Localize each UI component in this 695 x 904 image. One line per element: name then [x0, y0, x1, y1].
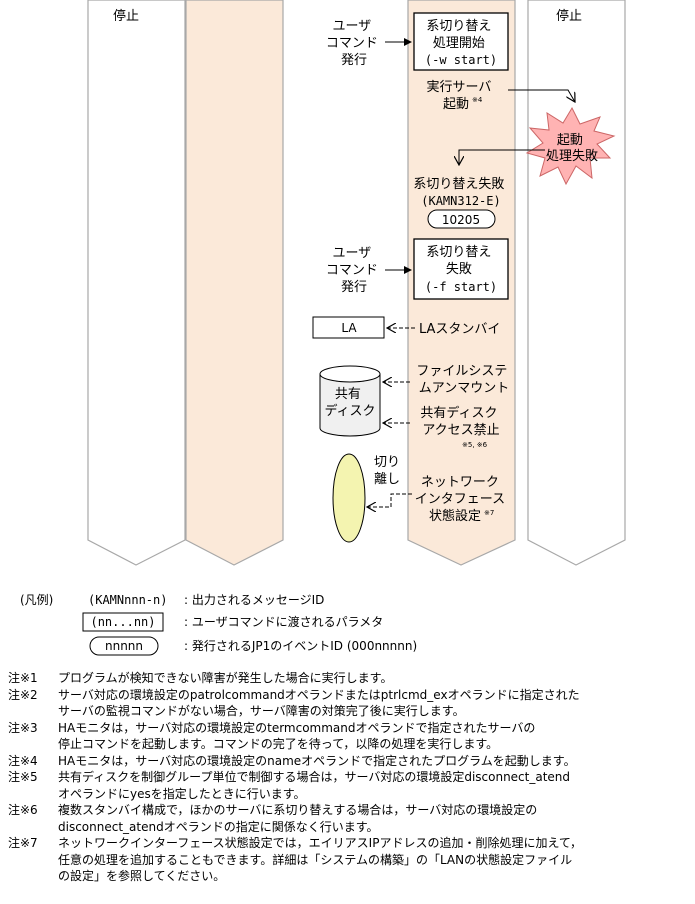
start-failure-text: 起動 処理失敗 — [546, 133, 598, 164]
left-lane-status: 停止 — [113, 8, 139, 24]
event-id-pill — [427, 209, 496, 229]
switchover-failure-diagram: 停止 停止 ユーザ コマンド 発行 系切り替え 処理開始 (-w start) … — [20, 0, 626, 656]
footnote-text: HAモニタは，サーバ対応の環境設定のtermcommandオペランドで指定された… — [58, 720, 536, 752]
la-standby-label: LAスタンバイ — [419, 322, 500, 337]
exec-server-start: 実行サーバ 起動 — [426, 79, 495, 112]
lane-right-stopped — [527, 0, 626, 566]
arrow-network-if — [367, 493, 412, 507]
legend-event-sample: nnnnn — [105, 639, 143, 653]
footnote-id: 注※2 — [8, 687, 38, 702]
disconnect-label: 切り 離し — [374, 455, 404, 487]
footnote-id: 注※1 — [8, 671, 38, 685]
la-box — [312, 316, 385, 339]
legend-event-pill — [89, 636, 159, 656]
user-command-label-2: ユーザ コマンド 発行 — [326, 246, 382, 295]
footnote-id: 注※4 — [8, 753, 38, 768]
footnote-5: 注※5 共有ディスクを制御グループ単位で制御する場合は，サーバ対応の環境設定di… — [8, 769, 688, 802]
footnote-text: ネットワークインターフェース状態設定では，エイリアスIPアドレスの追加・削除処理… — [58, 836, 583, 883]
footnote-id: 注※7 — [8, 836, 38, 850]
switch-failed-text: 系切り替え 失敗 (-f start) — [425, 245, 497, 294]
footnote-text: HAモニタは，サーバ対応の環境設定のnameオペランドで指定されたプログラムを起… — [58, 753, 576, 768]
footnote-text: 複数スタンバイ構成で，ほかのサーバに系切り替えする場合は，サーバ対応の環境設定の… — [58, 803, 538, 834]
la-box-text: LA — [341, 321, 357, 335]
footnote-id: 注※6 — [8, 803, 38, 817]
switch-failed-message: 系切り替え失敗 (KAMN312-E) — [413, 177, 508, 208]
legend-title: (凡例) — [20, 593, 53, 607]
legend-message-desc: : 出力されるメッセージID — [184, 593, 324, 607]
shared-disk-top — [319, 365, 381, 383]
legend-event-desc: : 発行されるJP1のイベントID (000nnnnn) — [184, 639, 417, 653]
event-id-text: 10205 — [442, 213, 480, 227]
footnote-1: 注※1 プログラムが検知できない障害が発生した場合に実行します。 — [8, 670, 688, 687]
lane-left-stopped — [87, 0, 186, 566]
footnote-text: プログラムが検知できない障害が発生した場合に実行します。 — [58, 671, 393, 685]
fs-unmount-label: ファイルシステ ムアンマウント — [416, 364, 511, 396]
footnote-6: 注※6 複数スタンバイ構成で，ほかのサーバに系切り替えする場合は，サーバ対応の環… — [8, 802, 688, 835]
footnote-4: 注※4 HAモニタは，サーバ対応の環境設定のnameオペランドで指定されたプログ… — [8, 753, 688, 770]
switch-start-text: 系切り替え 処理開始 (-w start) — [425, 19, 497, 67]
footnote-7: 注※7 ネットワークインターフェース状態設定では，エイリアスIPアドレスの追加・… — [8, 835, 688, 885]
arrow-failure-back — [459, 149, 545, 165]
switch-failed-box — [413, 238, 509, 300]
shared-disk-access-note: ※5, ※6 — [462, 441, 488, 449]
shared-disk-access-label: 共有ディスク アクセス禁止 — [420, 405, 501, 438]
legend-param-desc: : ユーザコマンドに渡されるパラメタ — [184, 614, 383, 629]
right-lane-status: 停止 — [556, 8, 582, 24]
footnote-id: 注※5 — [8, 770, 38, 784]
footnote-2: 注※2 サーバ対応の環境設定のpatrolcommandオペランドまたはptrl… — [8, 687, 688, 720]
exec-server-start-note: ※4 — [472, 96, 483, 104]
footnote-text: 共有ディスクを制御グループ単位で制御する場合は，サーバ対応の環境設定discon… — [58, 770, 571, 801]
footnote-id: 注※3 — [8, 720, 38, 735]
legend-message-sample: (KAMNnnn-n) — [88, 593, 167, 607]
arrow-to-failure-burst — [508, 89, 575, 102]
shared-disk-label: 共有 ディスク — [324, 387, 375, 419]
footnotes: 注※1 プログラムが検知できない障害が発生した場合に実行します。 注※2 サーバ… — [8, 670, 688, 885]
disconnect-ellipse — [332, 453, 366, 543]
network-if-note: ※7 — [484, 509, 494, 517]
start-failure-burst — [525, 106, 616, 186]
footnote-text: サーバ対応の環境設定のpatrolcommandオペランドまたはptrlcmd_… — [58, 687, 580, 719]
network-if-label: ネットワーク インタフェース 状態設定 — [415, 475, 510, 524]
footnote-3: 注※3 HAモニタは，サーバ対応の環境設定のtermcommandオペランドで指… — [8, 720, 688, 753]
user-command-label-1: ユーザ コマンド 発行 — [326, 19, 382, 68]
switch-start-box — [413, 12, 509, 71]
shared-disk-cylinder — [319, 374, 381, 437]
lane-center — [185, 0, 284, 566]
legend-param-sample: (nn...nn) — [90, 615, 155, 629]
legend-param-box — [82, 612, 164, 632]
